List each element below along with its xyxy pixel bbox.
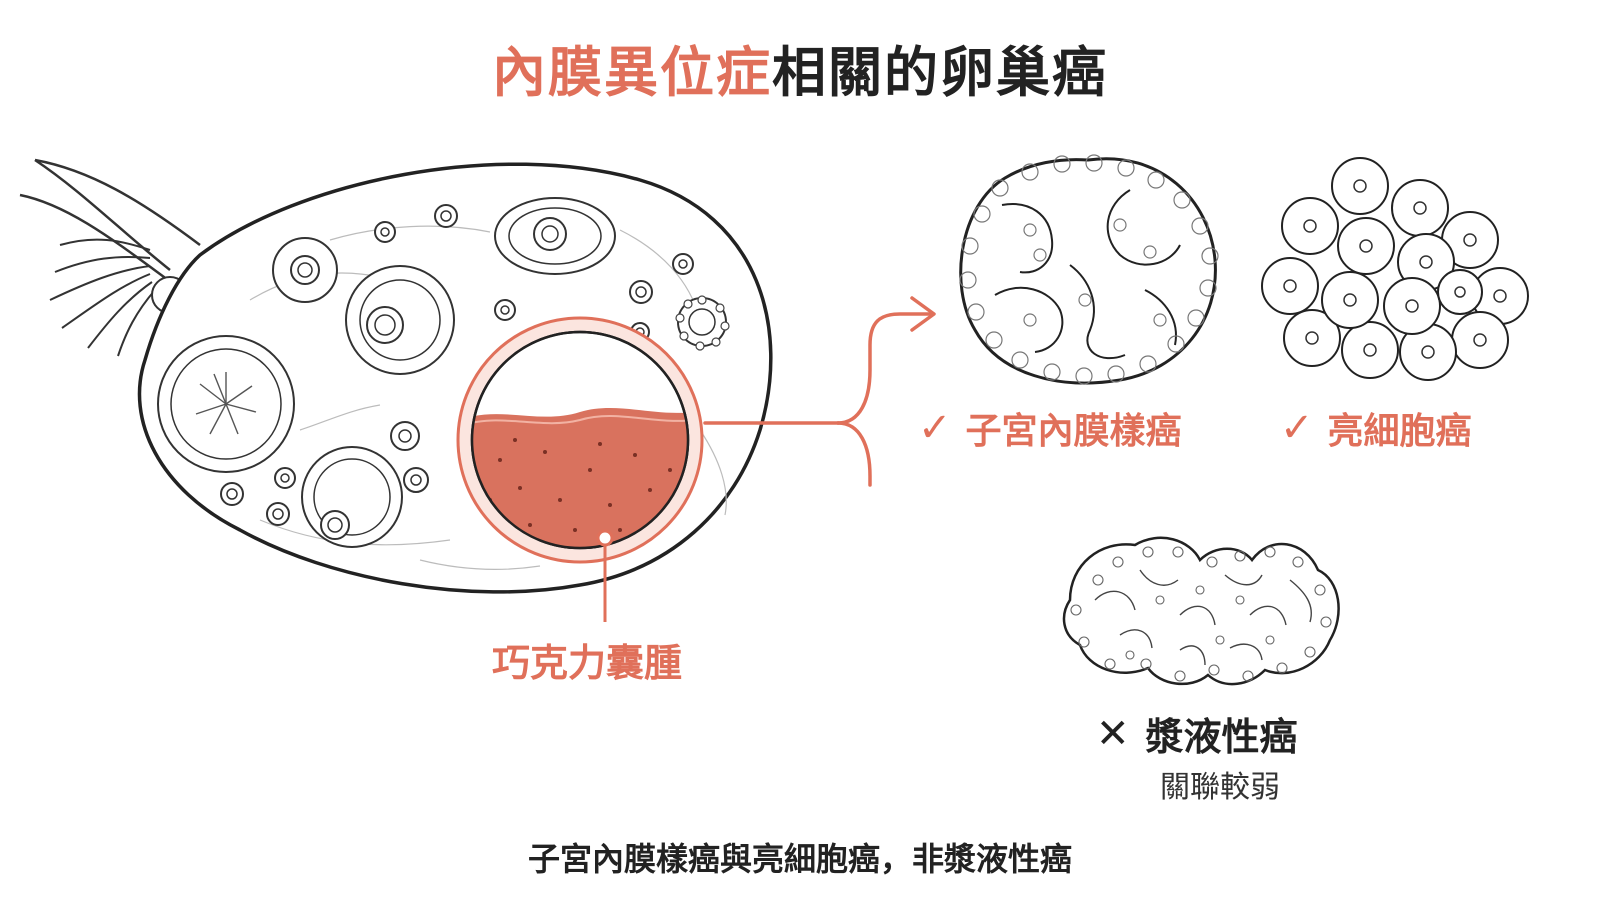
title-highlight: 內膜異位症 [492,41,772,104]
clear-cell-carcinoma-illustration [1261,157,1529,381]
follicle-rays [195,372,257,435]
caption: 子宮內膜樣癌與亮細胞癌，非漿液性癌 [527,840,1072,878]
check-icon: ✓ [1280,405,1314,451]
follicles [157,197,727,548]
title-rest: 相關的卵巢癌 [772,41,1108,104]
bracket-arrow-icon [703,296,936,487]
cross-icon: ✕ [1096,710,1130,757]
check-icon: ✓ [918,405,952,451]
clear-cell-label: 亮細胞癌 [1327,411,1472,452]
serous-label: 漿液性癌 [1145,715,1298,759]
fallopian-tube [19,158,201,287]
endometrioid-item: ✓ 子宮內膜樣癌 [918,402,1182,454]
endometrioid-label: 子宮內膜樣癌 [965,411,1182,452]
endometrioid-carcinoma-illustration [959,154,1219,385]
fimbriae [49,238,156,357]
serous-carcinoma-illustration [1062,536,1340,686]
chocolate-cyst [456,316,704,564]
cyst-leader [596,529,614,622]
clear-cell-item: ✓ 亮細胞癌 [1280,402,1472,454]
chocolate-cyst-label: 巧克力囊腫 [492,641,683,685]
diagram-title: 內膜異位症相關的卵巢癌 [0,28,1600,107]
serous-item: ✕ 漿液性癌 [1096,706,1298,761]
follicle-cells-ring [675,295,730,351]
serous-note: 關聯較弱 [1160,770,1280,805]
